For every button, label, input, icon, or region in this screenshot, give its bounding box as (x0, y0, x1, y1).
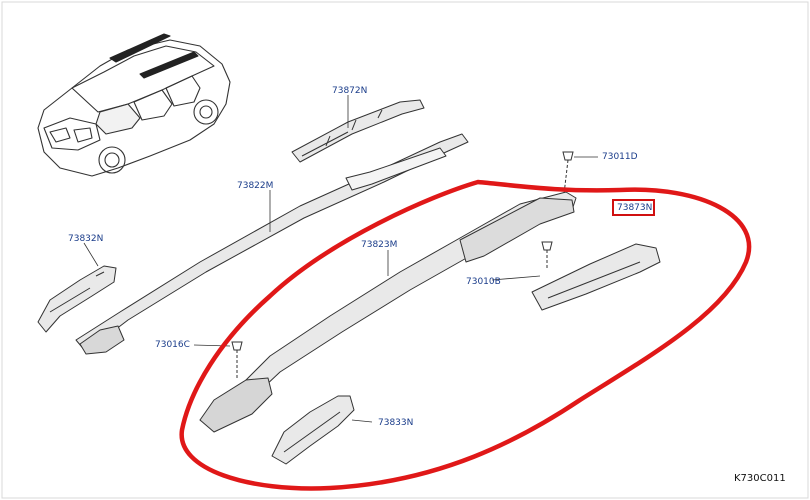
part-label-73832N: 73832N (68, 234, 104, 244)
part-label-73822M: 73822M (237, 181, 274, 191)
part-73833N-shape (271, 395, 355, 465)
part-label-73823M: 73823M (361, 240, 398, 250)
part-label-73010B: 73010B (466, 277, 501, 287)
leader-lines (83, 95, 598, 423)
part-73011D-shape (562, 151, 574, 195)
part-label-73833N: 73833N (378, 418, 414, 428)
part-73873N-shape (531, 243, 661, 311)
part-73822M-shape (75, 133, 469, 355)
part-label-73872N: 73872N (332, 86, 368, 96)
part-label-73011D: 73011D (602, 152, 638, 162)
part-73872N-shape (291, 99, 425, 163)
vehicle-illustration (37, 33, 231, 177)
highlight-box-73873N (612, 199, 655, 216)
part-73832N-shape (37, 265, 117, 333)
part-73010B-shape (541, 241, 553, 270)
part-label-73873N: 73873N (617, 203, 653, 213)
part-73823M-shape (199, 191, 577, 433)
part-73016C-shape (231, 341, 243, 380)
diagram-code: K730C011 (734, 473, 786, 484)
red-annotation-loop (179, 179, 752, 491)
part-label-73016C: 73016C (155, 340, 190, 350)
